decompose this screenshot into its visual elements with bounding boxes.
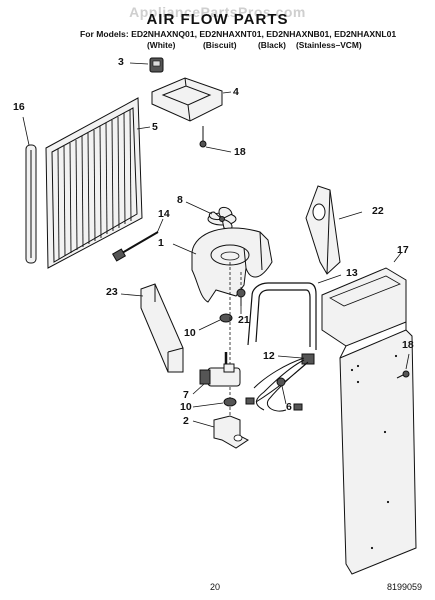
callout-10: 10: [184, 327, 196, 339]
models-line: For Models: ED2NHAXNQ01, ED2NHAXNT01, ED…: [80, 29, 396, 39]
callout-7: 7: [183, 389, 189, 401]
variant-label: (Stainless–VCM): [296, 40, 362, 50]
models-prefix: For Models:: [80, 29, 129, 39]
callout-18: 18: [402, 339, 414, 351]
part-1-fan-housing: [191, 227, 273, 303]
part-14-probe: [111, 231, 159, 262]
callout-8: 8: [177, 194, 183, 206]
model-number: ED2NHAXNQ01,: [131, 29, 197, 39]
part-4-duct-cover: [151, 77, 223, 122]
part-17-duct-cover: [321, 267, 417, 575]
part-13-u-seal: [247, 282, 317, 350]
callout-1: 1: [158, 237, 164, 249]
callout-16: 16: [13, 101, 25, 113]
part-10-bushing-lower: [223, 397, 237, 407]
variant-label: (Black): [258, 40, 286, 50]
part-22-baffle: [305, 185, 341, 275]
callout-5: 5: [152, 121, 158, 133]
part-3-clip: [149, 57, 164, 73]
part-8-fan-blade: [207, 206, 237, 230]
callout-4: 4: [233, 86, 239, 98]
part-18-screw-right: [396, 370, 410, 379]
callout-14: 14: [158, 208, 170, 220]
variant-label: (White): [147, 40, 176, 50]
watermark-text: AppliancePartsPros.com: [129, 4, 306, 20]
callout-17: 17: [397, 244, 409, 256]
model-number: ED2NHAXNT01,: [199, 29, 264, 39]
callout-23: 23: [106, 286, 118, 298]
callout-10: 10: [180, 401, 192, 413]
variant-label: (Biscuit): [203, 40, 237, 50]
callout-2: 2: [183, 415, 189, 427]
part-21-grommet: [236, 288, 246, 306]
page-title: AIR FLOW PARTS: [146, 11, 289, 28]
model-number: ED2NHAXNB01,: [266, 29, 332, 39]
callout-3: 3: [118, 56, 124, 68]
callout-6: 6: [286, 401, 292, 413]
part-5-grille: [45, 97, 143, 269]
leader-lines: [22, 62, 410, 428]
page-number: 20: [210, 582, 221, 592]
part-10-bushing: [219, 313, 233, 323]
part-23-side-panel: [140, 283, 184, 373]
part-16-gasket: [25, 144, 37, 264]
callout-13: 13: [346, 267, 358, 279]
part-2-bracket: [213, 415, 249, 449]
document-code: 8199059: [387, 582, 423, 592]
model-number: ED2NHAXNL01: [334, 29, 397, 39]
callout-21: 21: [238, 314, 250, 326]
part-7-fan-motor: [199, 352, 241, 387]
part-6-connector: [276, 377, 286, 387]
callout-18: 18: [234, 146, 246, 158]
callout-12: 12: [263, 350, 275, 362]
callout-22: 22: [372, 205, 384, 217]
part-18-screw: [199, 126, 207, 148]
